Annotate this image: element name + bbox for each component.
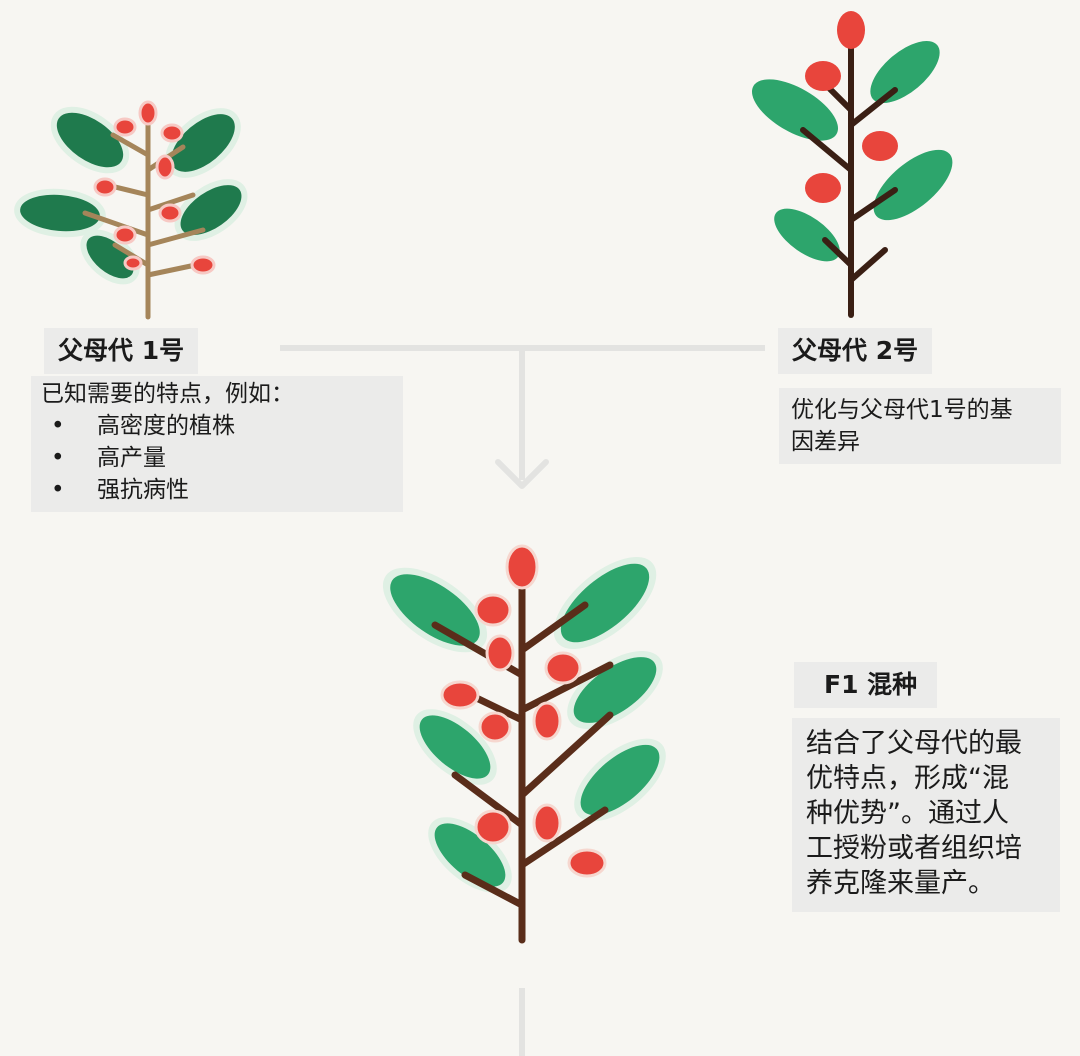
trait-text: 高密度的植株 <box>97 413 235 439</box>
bullet-icon: • <box>51 413 65 439</box>
parent-1-intro-text: 已知需要的特点，例如： <box>41 381 294 407</box>
parent-2-label: 父母代 2号 <box>778 328 933 374</box>
parent-1-traits-box: 已知需要的特点，例如： • 高密度的植株 • 高产量 • 强抗病性 <box>31 376 403 512</box>
f1-desc-line: 结合了父母代的最 <box>806 728 1022 759</box>
trait-text: 高产量 <box>97 445 166 471</box>
list-item: • 强抗病性 <box>41 474 393 506</box>
f1-desc-line: 养克隆来量产。 <box>806 868 995 899</box>
parent-1-traits-list: • 高密度的植株 • 高产量 • 强抗病性 <box>41 410 393 506</box>
plant-f1-hybrid-icon <box>382 544 666 944</box>
parent-2-desc-line: 优化与父母代1号的基 <box>791 397 1013 423</box>
parent-2-desc-box: 优化与父母代1号的基 因差异 <box>779 388 1061 464</box>
list-item: • 高密度的植株 <box>41 410 393 442</box>
bullet-icon: • <box>51 477 65 503</box>
bullet-icon: • <box>51 445 65 471</box>
f1-desc-line: 工授粉或者组织培 <box>806 833 1022 864</box>
down-arrow-icon <box>495 459 549 489</box>
f1-desc-box: 结合了父母代的最 优特点，形成“混 种优势”。通过人 工授粉或者组织培 养克隆来… <box>792 718 1060 912</box>
f1-desc-line: 优特点，形成“混 <box>806 763 1009 794</box>
f1-hybrid-label: F1 混种 <box>794 662 938 708</box>
list-item: • 高产量 <box>41 442 393 474</box>
parent-1-label: 父母代 1号 <box>44 328 199 374</box>
f1-desc-line: 种优势”。通过人 <box>806 798 1009 829</box>
parent-2-desc-line: 因差异 <box>791 429 860 455</box>
plant-parent-1-icon <box>14 100 248 320</box>
trait-text: 强抗病性 <box>97 477 189 503</box>
plant-parent-2-icon <box>752 11 953 318</box>
